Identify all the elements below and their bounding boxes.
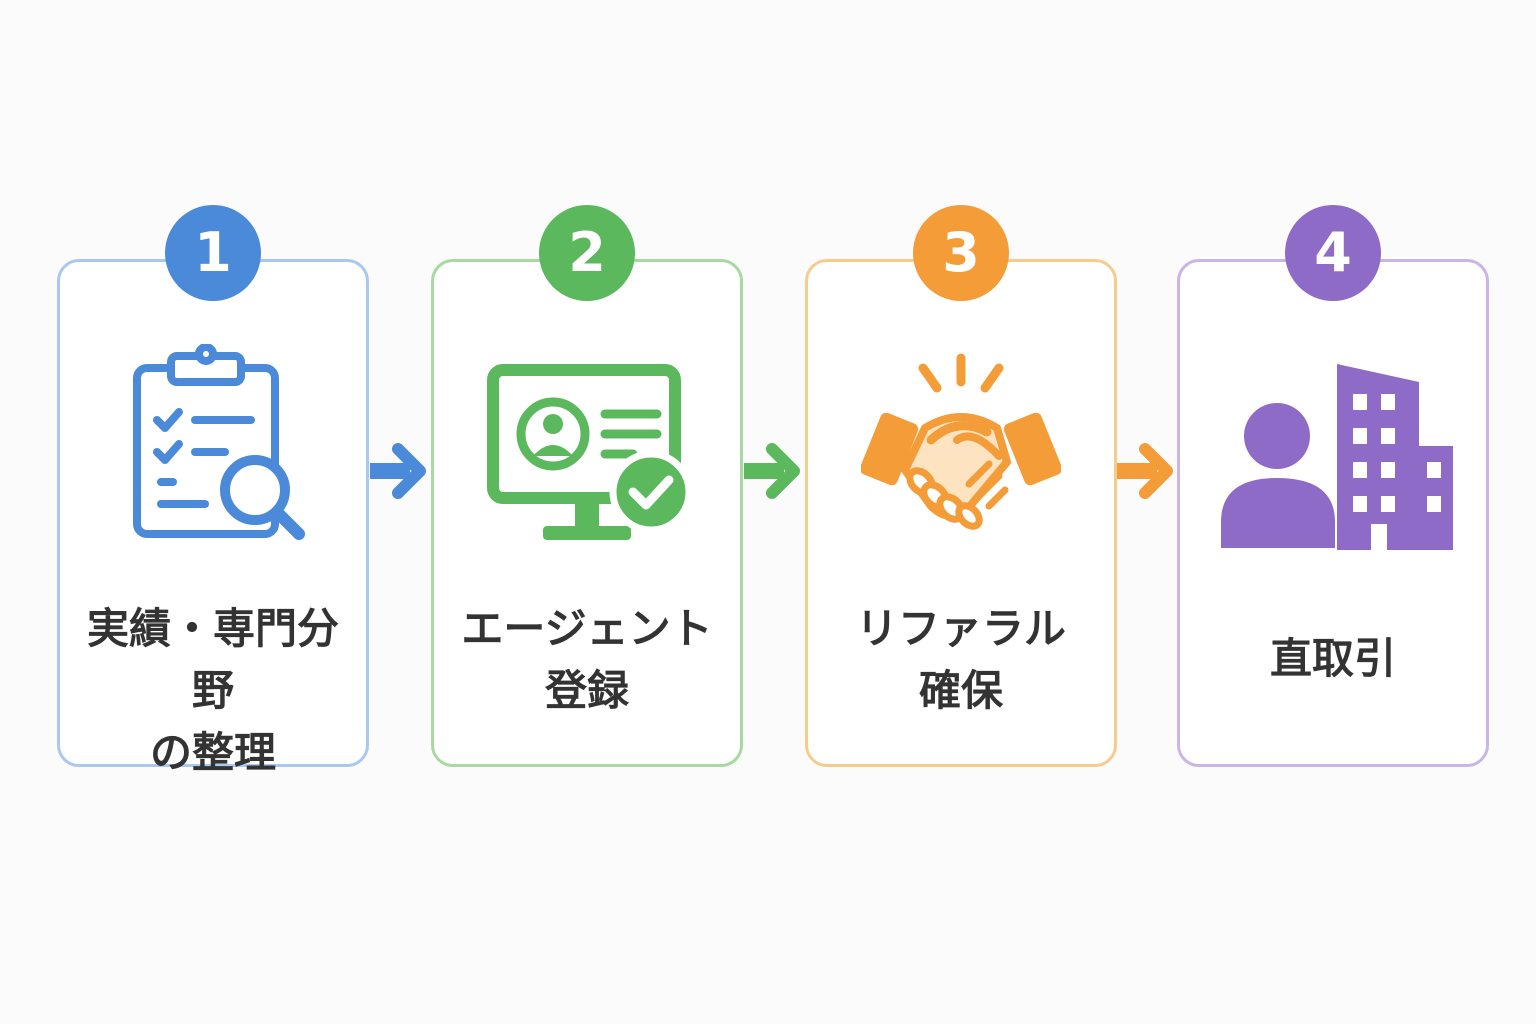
step-label: 実績・専門分野 の整理 — [86, 604, 339, 777]
step-number-badge: 2 — [539, 205, 635, 301]
handshake-icon — [861, 344, 1061, 554]
step-card-1: 1 実績・専門分野 の整理 — [57, 205, 369, 777]
step-card-2: 2 エージェント 登録 — [431, 205, 743, 767]
clipboard-checklist-magnifier-icon — [113, 344, 313, 554]
arrow-right-icon — [368, 438, 434, 504]
arrow-right-icon — [742, 438, 808, 504]
step-card-3: 3 — [805, 205, 1117, 767]
step-number-badge: 1 — [165, 205, 261, 301]
step-label: 直取引 — [1269, 634, 1396, 683]
step-card-4: 4 — [1177, 205, 1489, 767]
monitor-profile-check-icon — [487, 344, 687, 554]
arrow-right-icon — [1115, 438, 1181, 504]
step-number-badge: 3 — [913, 205, 1009, 301]
person-building-icon — [1213, 354, 1453, 564]
step-label: リファラル 確保 — [855, 604, 1066, 715]
step-number-badge: 4 — [1285, 205, 1381, 301]
step-label: エージェント 登録 — [461, 604, 713, 715]
